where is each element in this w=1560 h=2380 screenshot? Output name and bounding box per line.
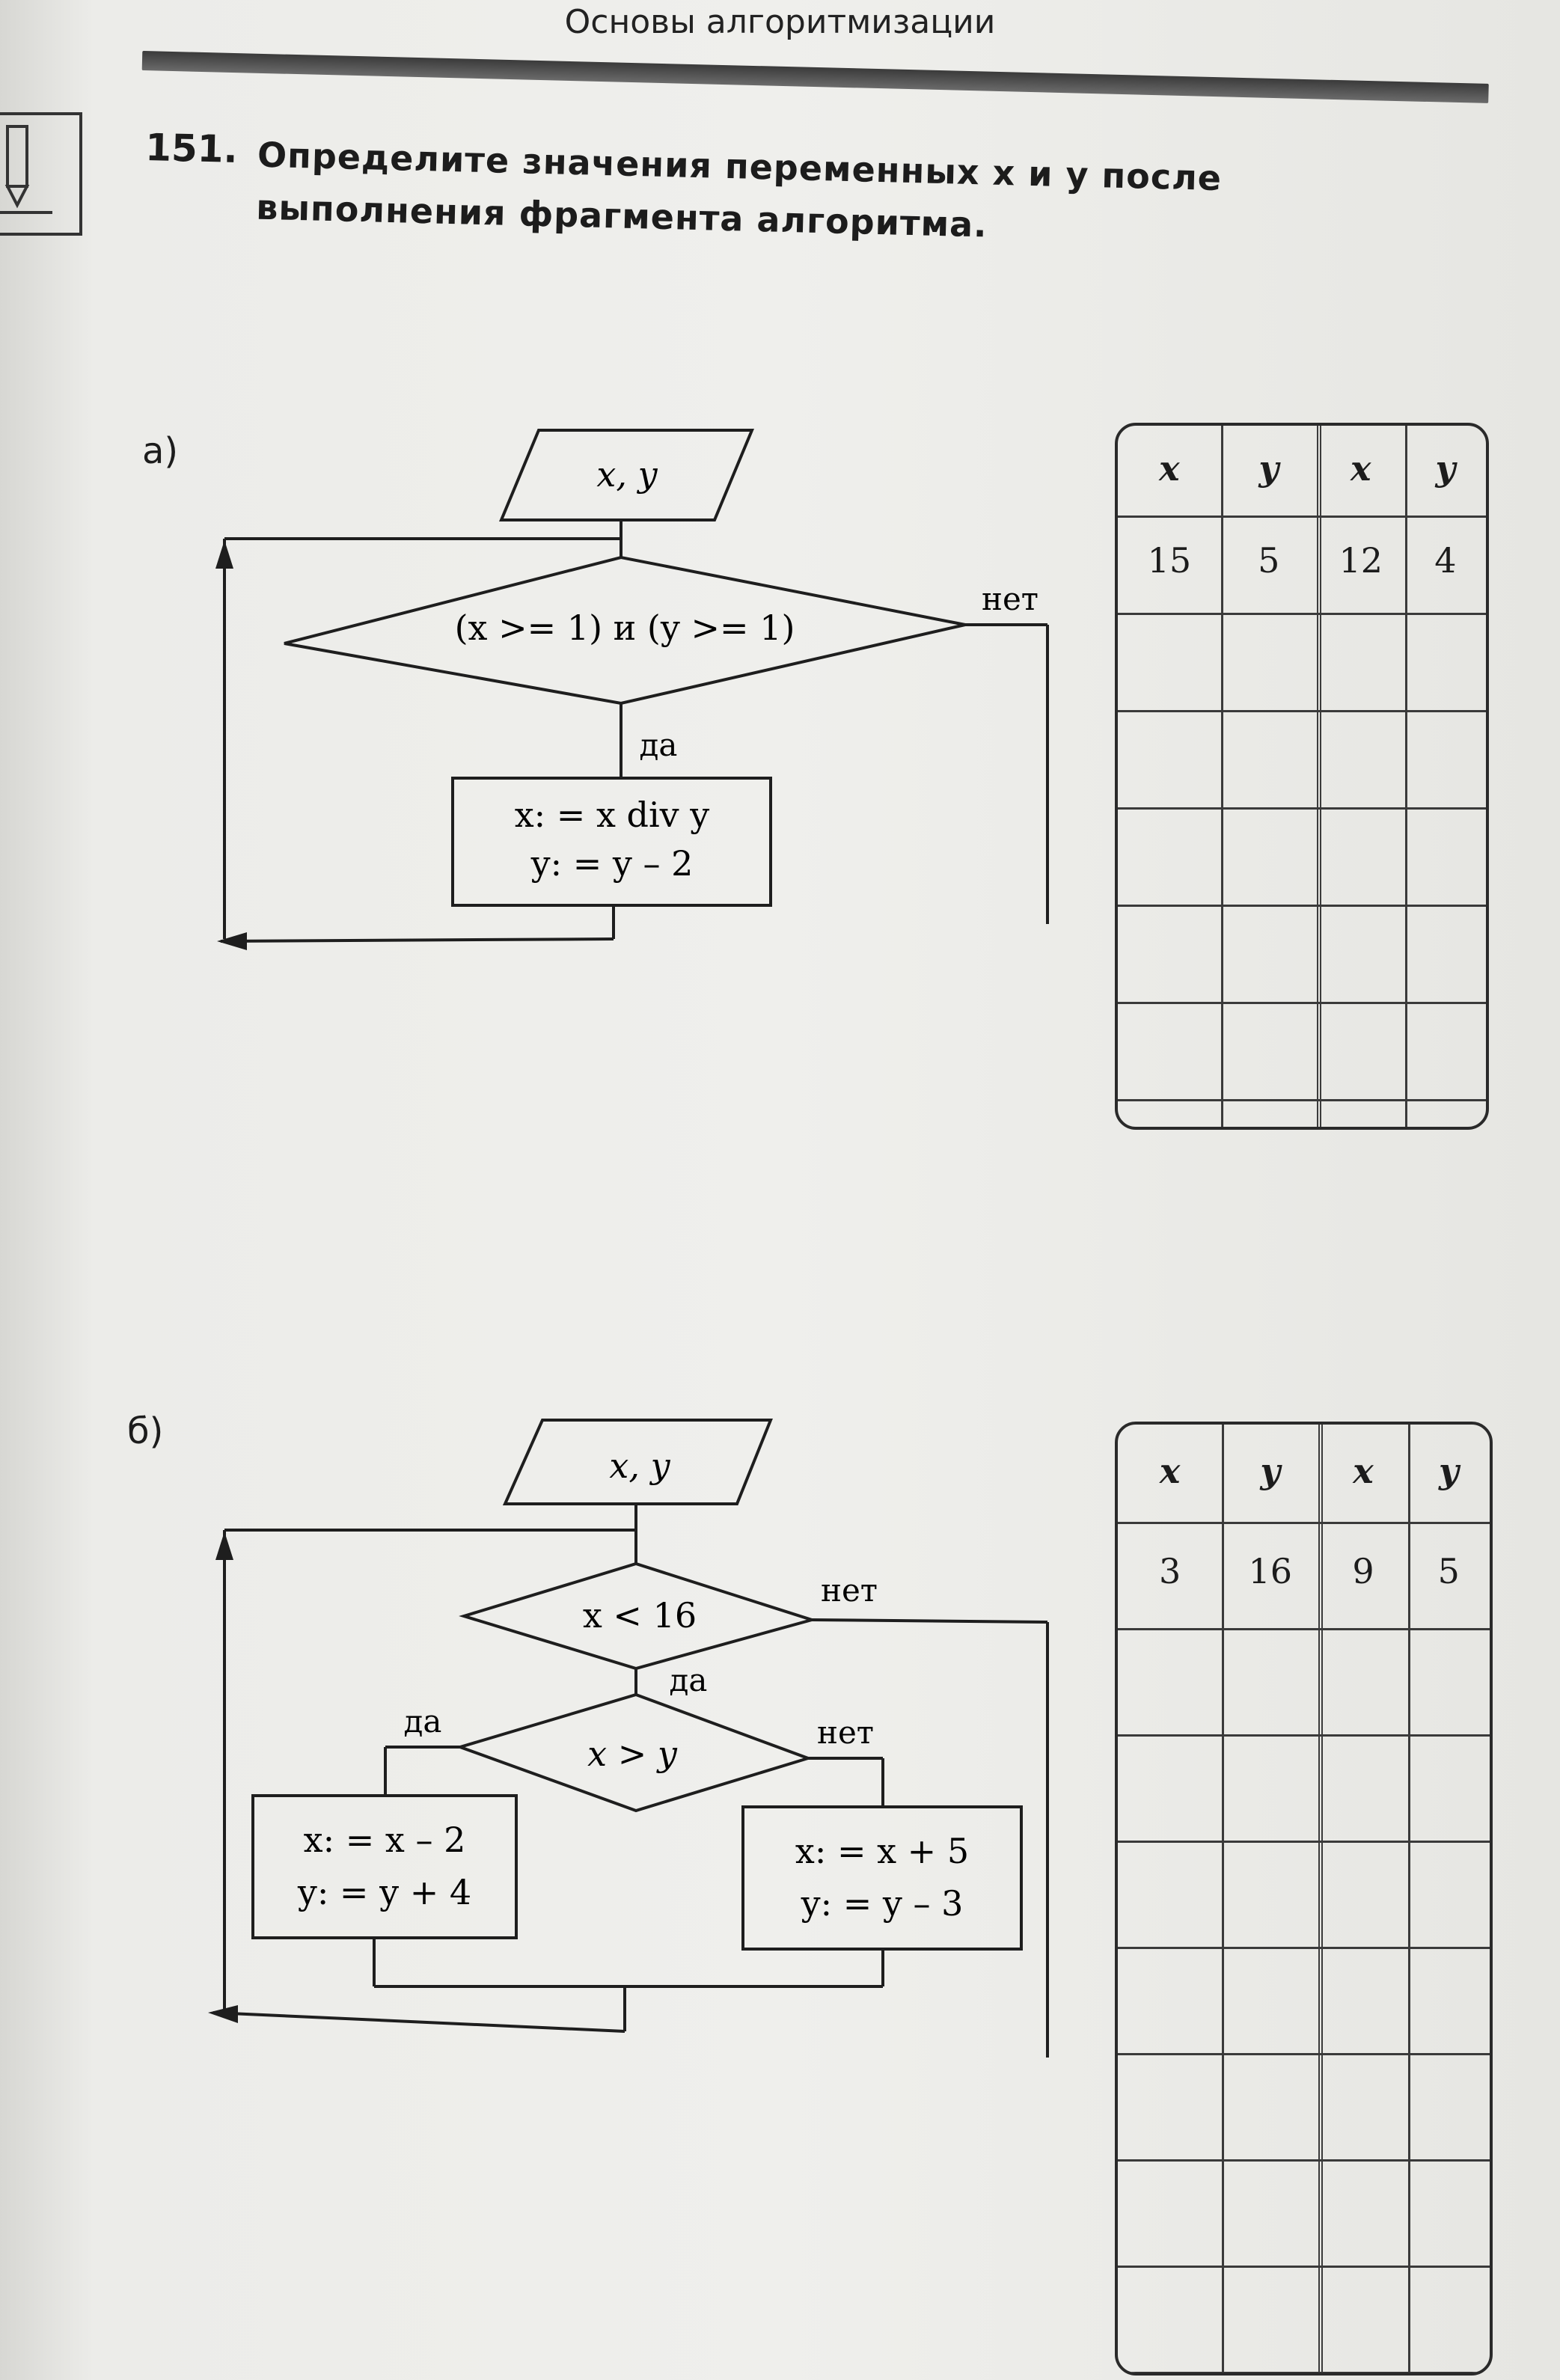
table-row — [1118, 1734, 1490, 1843]
no1-label-b: нет — [821, 1572, 878, 1609]
pencil-icon — [0, 112, 82, 236]
condition-text-a: (x >= 1) и (y >= 1) — [455, 608, 795, 648]
yes-label-a: да — [640, 726, 678, 763]
table-cell: 16 — [1248, 1551, 1293, 1591]
action-line2-a: y: = y – 2 — [530, 843, 694, 884]
condition2-text-b: x > y — [587, 1734, 678, 1774]
table-column-divider — [1222, 1425, 1225, 2373]
table-header-cell: x — [1159, 448, 1180, 489]
table-header-row — [1118, 1425, 1490, 1524]
table-row — [1118, 613, 1486, 712]
table-row — [1118, 807, 1486, 907]
right-action-line1-b: x: = x + 5 — [795, 1831, 969, 1871]
table-column-divider — [1318, 1425, 1324, 2373]
table-row — [1118, 1522, 1490, 1630]
part-a-label: а) — [142, 430, 179, 472]
input-parallelogram-a — [499, 429, 754, 521]
trace-table-b: x y x y 3 16 9 5 — [1115, 1422, 1493, 2376]
yes2-label-b: да — [404, 1703, 442, 1740]
table-row — [1118, 1947, 1490, 2055]
left-action-line2-b: y: = y + 4 — [297, 1872, 471, 1912]
yes1-label-b: да — [670, 1662, 708, 1698]
table-cell: 15 — [1147, 540, 1192, 581]
table-header-cell: x — [1159, 1451, 1181, 1491]
left-action-line1-b: x: = x – 2 — [304, 1820, 466, 1860]
table-row — [1118, 1628, 1490, 1737]
table-row — [1118, 2266, 1490, 2373]
table-column-divider — [1404, 426, 1407, 1127]
input-text-a: x, y — [596, 454, 658, 495]
table-header-cell: y — [1435, 448, 1456, 489]
trace-table-a: x y x y 15 5 12 4 — [1115, 423, 1489, 1130]
table-cell: 5 — [1437, 1551, 1460, 1591]
condition1-text-b: x < 16 — [583, 1595, 697, 1636]
running-title: Основы алгоритмизации — [564, 3, 996, 41]
table-row — [1118, 1841, 1490, 1949]
table-cell: 12 — [1339, 540, 1383, 581]
no2-label-b: нет — [817, 1714, 874, 1751]
table-row — [1118, 2053, 1490, 2162]
table-row — [1118, 1002, 1486, 1101]
table-row — [1118, 905, 1486, 1004]
table-cell: 4 — [1434, 540, 1457, 581]
left-action-box-b — [251, 1794, 518, 1939]
table-cell: 5 — [1258, 540, 1280, 581]
table-column-divider — [1407, 1425, 1410, 2373]
part-b-label: б) — [127, 1410, 164, 1452]
table-header-row — [1118, 426, 1486, 518]
table-header-cell: x — [1353, 1451, 1374, 1491]
right-action-line2-b: y: = y – 3 — [801, 1883, 964, 1924]
table-row — [1118, 2159, 1490, 2268]
action-line1-a: x: = x div y — [515, 795, 710, 835]
input-parallelogram-b — [502, 1419, 773, 1505]
table-header-cell: y — [1438, 1451, 1459, 1491]
action-box-a — [451, 777, 772, 907]
table-row — [1118, 516, 1486, 615]
table-row — [1118, 710, 1486, 810]
table-column-divider — [1220, 426, 1223, 1127]
table-header-cell: y — [1260, 1451, 1281, 1491]
table-header-cell: y — [1258, 448, 1279, 489]
table-cell: 3 — [1158, 1551, 1181, 1591]
right-action-box-b — [741, 1805, 1023, 1951]
input-text-b: x, y — [609, 1446, 670, 1486]
table-cell: 9 — [1352, 1551, 1374, 1591]
table-header-cell: x — [1350, 448, 1371, 489]
table-column-divider — [1316, 426, 1321, 1127]
no-label-a: нет — [982, 581, 1039, 617]
